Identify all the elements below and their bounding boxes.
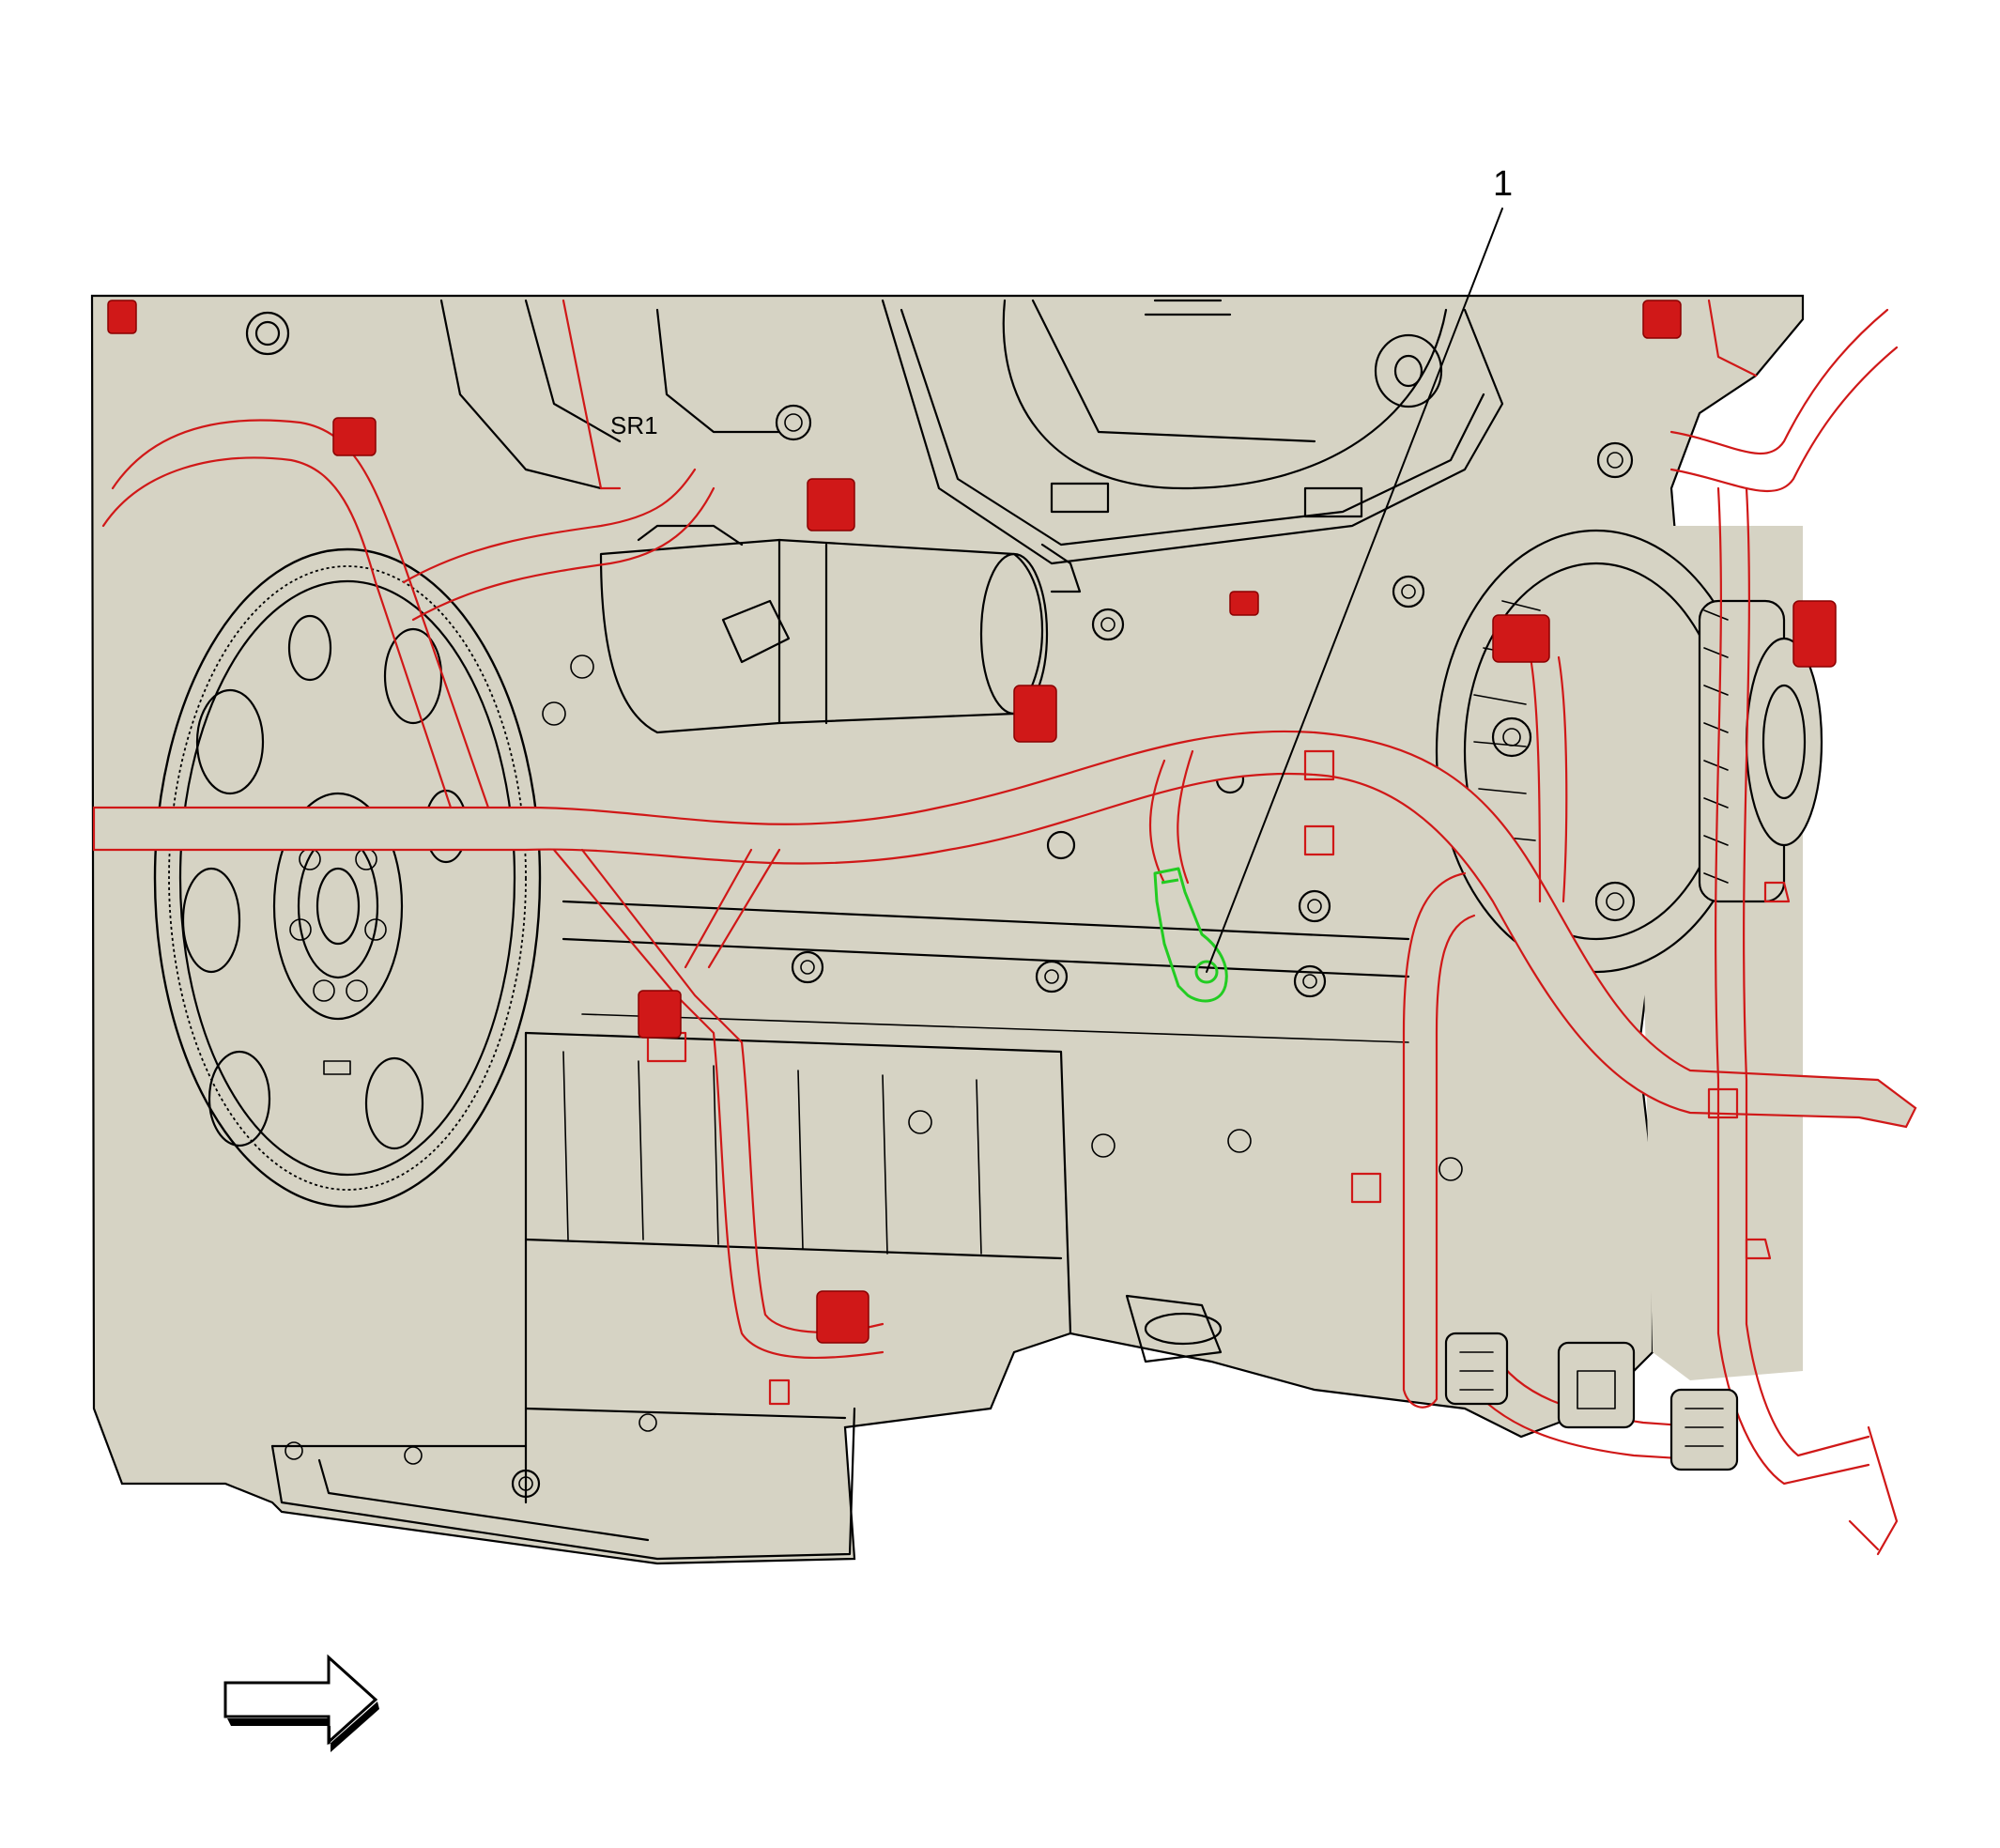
callout-1: 1 (1206, 164, 1513, 973)
callout-leader-line (1206, 208, 1503, 973)
callout-label-1: 1 (1493, 164, 1513, 204)
harness-connectors (107, 300, 1837, 1471)
casting-mark: SR1 (610, 411, 658, 439)
block-details (270, 764, 1463, 1561)
engine-silhouette (90, 294, 1805, 1565)
ground-terminal-highlight (1153, 867, 1228, 1003)
connector-starter (1013, 685, 1057, 743)
flywheel (153, 547, 542, 1209)
connector-top-corner (107, 300, 137, 334)
connector-lower-2 (1557, 1341, 1636, 1429)
connector-intake (1229, 591, 1259, 616)
connector-right-top (1792, 600, 1837, 668)
direction-arrow-icon (223, 1654, 379, 1752)
intake-manifold: SR1 (245, 299, 1504, 641)
harness-main-trunk (92, 730, 1917, 1129)
connector-lower-left (638, 990, 682, 1039)
wiring-harness (92, 299, 1917, 1556)
connector-oil-sensor (816, 1290, 869, 1344)
connector-lower-3 (1669, 1388, 1739, 1471)
connector-alternator (1492, 614, 1550, 663)
connector-upper (807, 478, 855, 531)
connector-top-left (332, 417, 377, 456)
connector-lower-1 (1444, 1332, 1509, 1406)
connector-top-right (1642, 300, 1682, 339)
